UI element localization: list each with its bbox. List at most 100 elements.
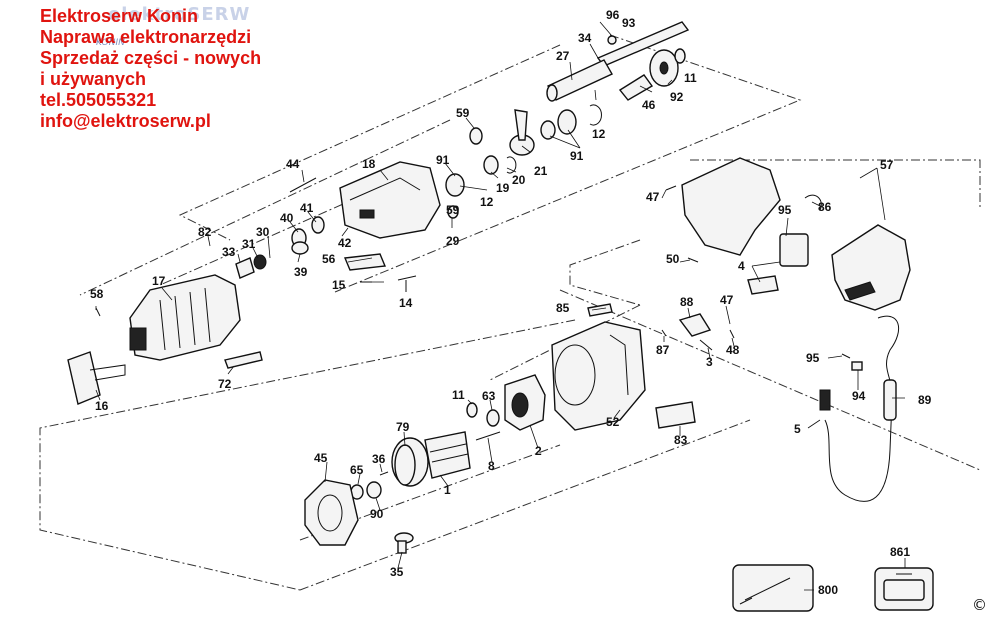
part-label: 94 <box>852 389 866 403</box>
header-sales-line-cont: i używanych <box>40 69 147 89</box>
part-label: 20 <box>512 173 526 187</box>
part-label: 11 <box>452 388 465 402</box>
part-label: 72 <box>218 377 232 391</box>
part-label: 93 <box>622 16 636 30</box>
part-94-clamp <box>851 361 863 371</box>
header-block: Elektroserw Konin Naprawa elektronarzędz… <box>40 6 261 132</box>
part-label: 65 <box>350 463 364 477</box>
part-label: 40 <box>280 211 294 225</box>
part-label: 95 <box>806 351 820 365</box>
part-label: 33 <box>222 245 236 259</box>
part-36-screw <box>379 471 389 476</box>
part-label: 96 <box>606 8 620 22</box>
part-label: 47 <box>646 190 660 204</box>
part-label: 83 <box>674 433 688 447</box>
part-label: 2 <box>535 444 542 458</box>
part-label: 27 <box>556 49 570 63</box>
part-95-screw <box>841 353 851 359</box>
part-label: 88 <box>680 295 694 309</box>
header-phone: tel.505055321 <box>40 90 157 110</box>
watermark-logo: elektroSERW <box>108 4 251 25</box>
part-label: 91 <box>570 149 584 163</box>
part-59-washer <box>447 205 459 219</box>
part-89-power-cord <box>819 315 899 502</box>
part-label: 12 <box>592 127 606 141</box>
copyright-symbol: © <box>972 596 987 614</box>
part-92-gear <box>649 49 679 87</box>
part-86-wire <box>804 194 822 211</box>
part-label: 31 <box>242 237 256 251</box>
part-label: 85 <box>556 301 570 315</box>
part-72-lever <box>224 351 263 369</box>
header-service-line: Naprawa elektronarzędzi <box>40 27 252 47</box>
part-label: 91 <box>436 153 450 167</box>
part-label: 92 <box>670 90 684 104</box>
part-48-screw <box>729 329 735 339</box>
part-87-screw <box>661 329 667 337</box>
header-sales-line: Sprzedaż części - nowych <box>40 48 262 68</box>
part-20-circlip <box>506 156 517 174</box>
part-88-brush-holder <box>678 313 712 337</box>
part-label: 48 <box>726 343 740 357</box>
part-label: 1 <box>444 483 451 497</box>
part-63-bearing <box>486 409 500 427</box>
part-label: 14 <box>399 296 413 310</box>
part-91-bearing <box>540 120 556 140</box>
part-90-washer <box>366 481 382 499</box>
part-3-brush <box>699 339 713 351</box>
part-57-handle-housing <box>681 157 911 311</box>
part-39-seal <box>291 241 309 255</box>
part-11-washer <box>466 402 478 418</box>
part-83-label <box>655 401 696 429</box>
leader-lines <box>95 21 906 591</box>
part-58-screw <box>95 307 101 317</box>
part-27-plunger-tube <box>546 59 613 102</box>
part-label: 82 <box>198 225 212 239</box>
part-14-bolt <box>397 275 417 292</box>
part-91-bearing <box>557 109 577 135</box>
part-label: 41 <box>300 201 314 215</box>
part-label: 8 <box>488 459 495 473</box>
part-label: 59 <box>456 106 470 120</box>
part-label: 44 <box>286 157 300 171</box>
part-91-bearing <box>445 173 465 197</box>
part-label: 47 <box>720 293 734 307</box>
part-56-plate <box>343 253 387 271</box>
part-16-shoe <box>67 351 126 405</box>
part-2-bearing-housing <box>504 374 546 431</box>
part-label: 19 <box>496 181 510 195</box>
part-label: 5 <box>794 422 801 436</box>
part-45-end-cap <box>304 479 359 546</box>
part-12-circlip <box>589 104 602 126</box>
part-label: 15 <box>332 278 346 292</box>
part-79-fan <box>394 444 416 486</box>
part-label: 18 <box>362 157 376 171</box>
part-label: 46 <box>642 98 656 112</box>
part-label: 861 <box>890 545 910 559</box>
part-label: 35 <box>390 565 404 579</box>
part-label: 63 <box>482 389 496 403</box>
part-35-plug <box>394 532 414 554</box>
header-email: info@elektroserw.pl <box>40 111 211 131</box>
part-11-washer <box>674 48 686 64</box>
part-label: 87 <box>656 343 670 357</box>
part-18-gear-housing <box>339 161 441 239</box>
part-label: 90 <box>370 507 384 521</box>
part-label: 29 <box>446 234 460 248</box>
part-4-switch <box>747 233 809 295</box>
part-8-screw <box>475 431 501 441</box>
part-33-sleeve <box>235 257 255 279</box>
part-47-screw <box>665 185 677 191</box>
part-label: 30 <box>256 225 270 239</box>
part-label: 45 <box>314 451 328 465</box>
part-label: 79 <box>396 420 410 434</box>
part-label: 800 <box>818 583 838 597</box>
part-861-case <box>874 567 934 611</box>
part-800-accessory <box>732 564 814 612</box>
part-label: 89 <box>918 393 932 407</box>
part-label: 17 <box>152 274 166 288</box>
part-label: 4 <box>738 259 745 273</box>
part-label: 16 <box>95 399 109 413</box>
part-label: 59 <box>446 203 460 217</box>
